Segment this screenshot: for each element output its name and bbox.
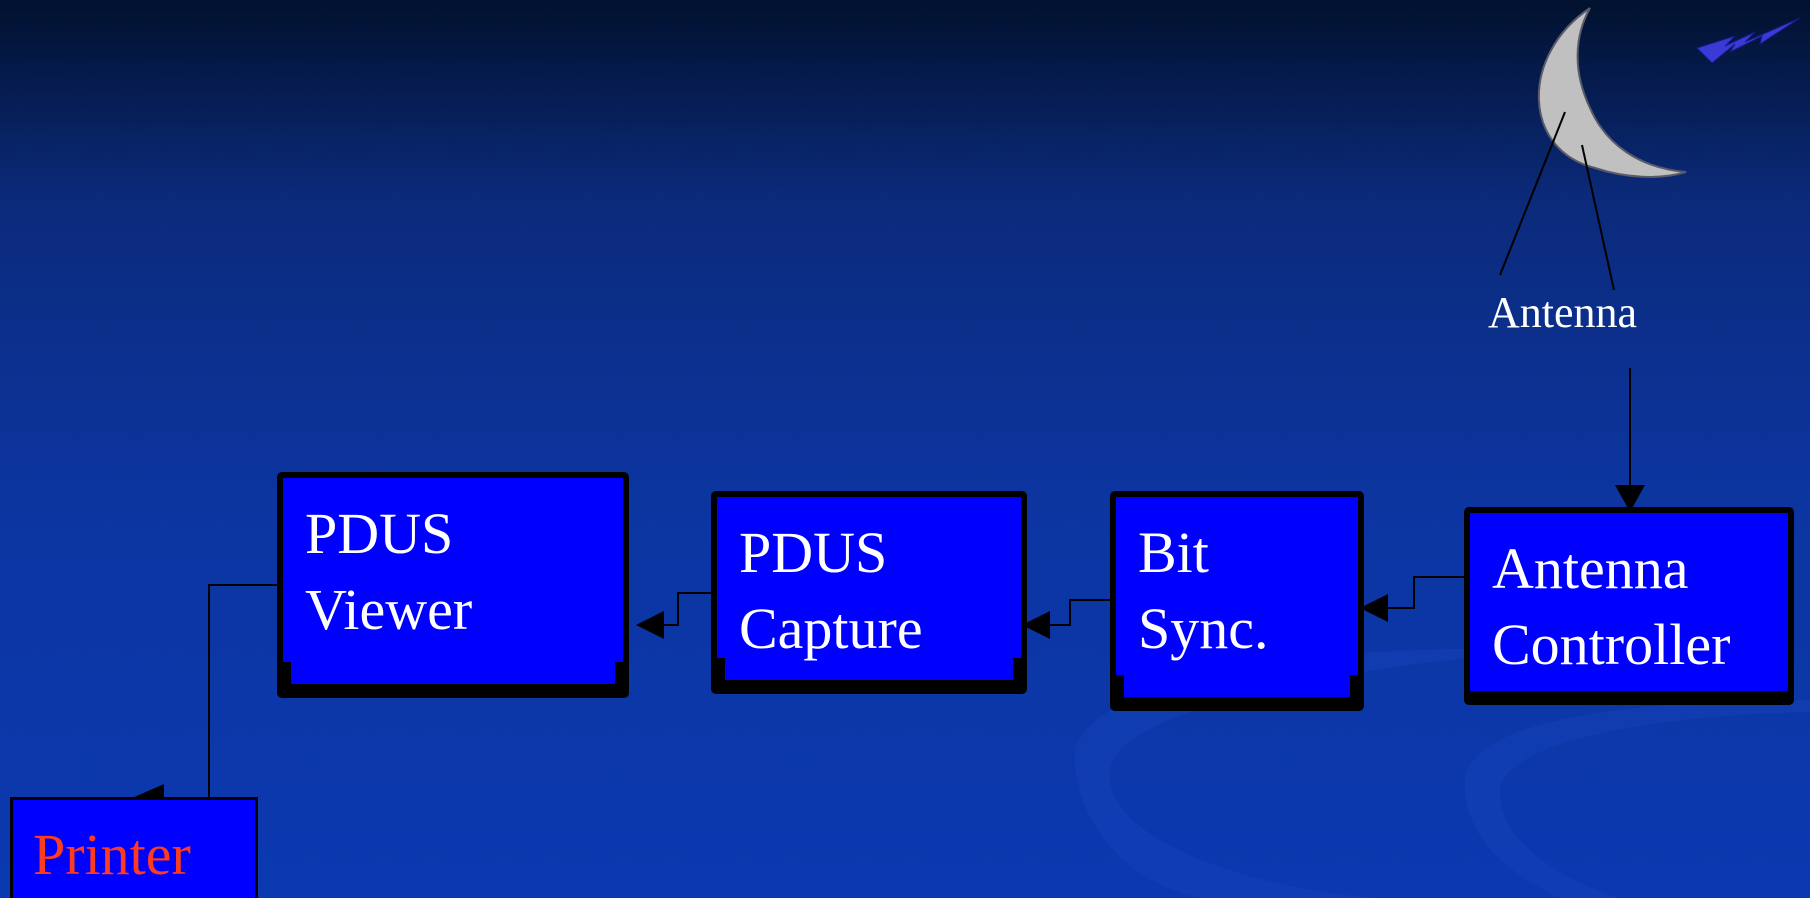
- connector-viewer-to-printer: [160, 584, 282, 799]
- antenna-controller-line1: Antenna: [1492, 536, 1689, 601]
- pdus-viewer-block: PDUS Viewer: [277, 472, 629, 698]
- antenna-label: Antenna: [1488, 288, 1638, 337]
- printer-block: Printer: [10, 797, 258, 898]
- connector-capture-to-viewer: [660, 592, 714, 626]
- pdus-viewer-line1: PDUS: [305, 501, 454, 566]
- pdus-capture-notch-right: [1013, 658, 1021, 680]
- bit-sync-line1: Bit: [1138, 520, 1209, 585]
- pdus-capture-line2: Capture: [739, 596, 923, 661]
- pdus-capture-block: PDUS Capture: [711, 491, 1027, 694]
- antenna-controller-block: Antenna Controller: [1464, 507, 1794, 705]
- connector-bitsync-to-capture: [1044, 599, 1112, 626]
- antenna-controller-line2: Controller: [1492, 612, 1731, 677]
- bit-sync-notch-left: [1116, 675, 1124, 697]
- pdus-viewer-line2: Viewer: [305, 577, 473, 642]
- antenna-leg-left: [1499, 111, 1566, 276]
- arrowhead-left-bitsync: [1360, 594, 1388, 622]
- bit-sync-notch-right: [1350, 675, 1358, 697]
- pdus-viewer-notch-right: [615, 662, 623, 684]
- arrowhead-down: [1615, 485, 1645, 512]
- bit-sync-line2: Sync.: [1138, 596, 1269, 661]
- arrowhead-left-capture: [1022, 611, 1050, 639]
- printer-label: Printer: [33, 822, 191, 887]
- antenna-leg-right: [1581, 144, 1615, 291]
- moon-dish-icon: [1537, 7, 1687, 178]
- bit-sync-block: Bit Sync.: [1110, 491, 1364, 711]
- arrowhead-left-viewer: [636, 611, 664, 639]
- connector-controller-to-bitsync: [1380, 576, 1466, 609]
- pdus-capture-notch-left: [717, 658, 725, 680]
- pdus-viewer-notch-left: [283, 662, 291, 684]
- lightning-bird-icon: [1696, 17, 1801, 64]
- pdus-capture-line1: PDUS: [739, 520, 888, 585]
